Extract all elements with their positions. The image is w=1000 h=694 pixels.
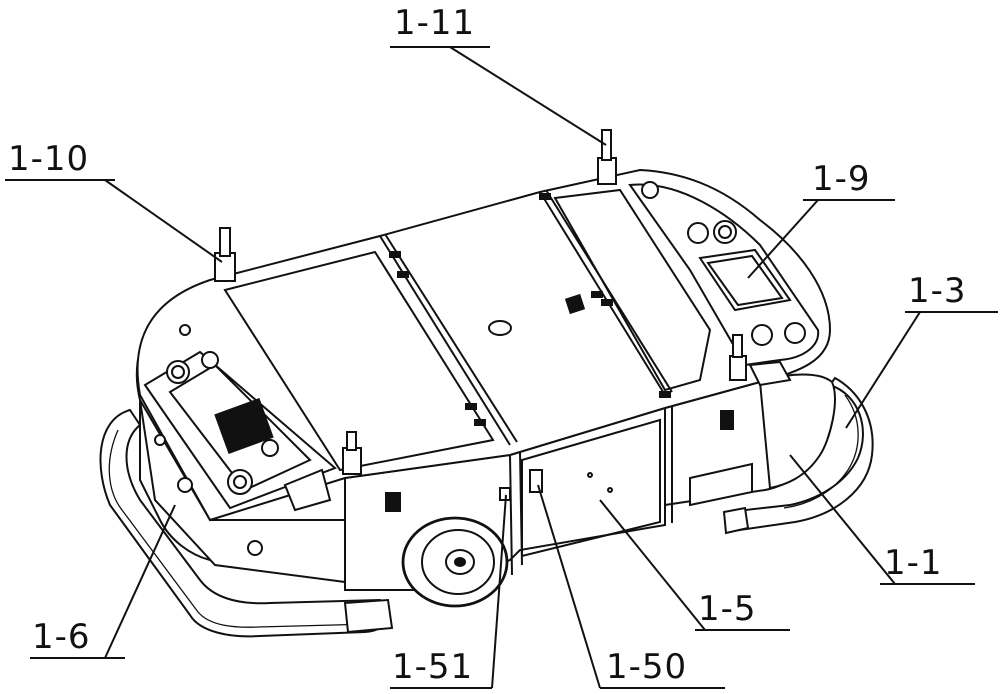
label-1-50: 1-50: [606, 647, 687, 687]
right-control-panel: [628, 181, 820, 387]
label-1-11: 1-11: [394, 3, 475, 43]
label-1-3: 1-3: [908, 271, 967, 311]
label-1-1: 1-1: [884, 543, 943, 583]
leader-lines: [5, 46, 998, 689]
top-deck: [136, 168, 832, 522]
label-1-9: 1-9: [812, 159, 871, 199]
side-details: [385, 410, 753, 512]
label-1-6: 1-6: [32, 617, 91, 657]
label-1-10: 1-10: [8, 139, 89, 179]
label-1-5: 1-5: [698, 589, 757, 629]
hinge-icon: [389, 193, 671, 426]
bumper-1-3: [99, 376, 874, 638]
label-1-51: 1-51: [392, 647, 473, 687]
wheel-icon: [401, 516, 509, 608]
left-control-panel: [143, 324, 337, 556]
screen-1-9: [698, 248, 792, 312]
